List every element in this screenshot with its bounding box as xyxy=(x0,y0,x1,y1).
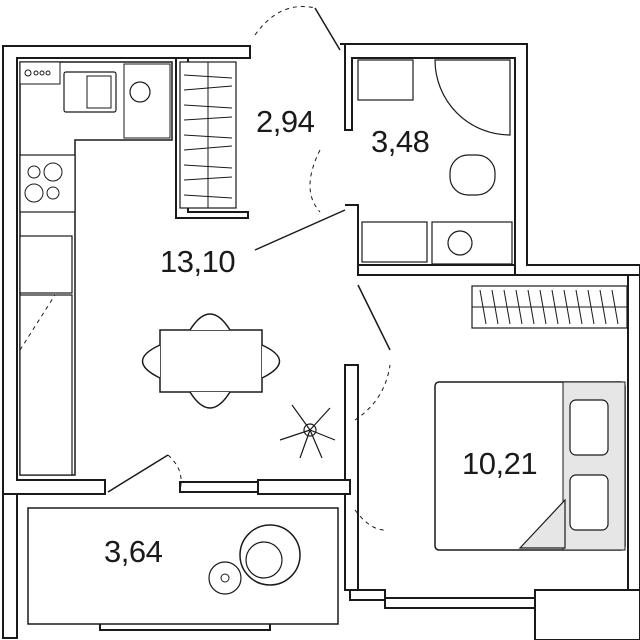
stove xyxy=(19,154,76,213)
wall-bottom-bedroom xyxy=(349,589,386,601)
pillow xyxy=(569,399,609,456)
shower xyxy=(434,59,511,136)
cabinet xyxy=(19,294,73,476)
dining-table xyxy=(159,329,263,393)
window-balcony xyxy=(179,481,259,493)
room-area-kitchen-living: 13,10 xyxy=(160,244,236,279)
bedroom-door xyxy=(357,284,391,351)
entry-door xyxy=(314,7,341,51)
wall-top-bath xyxy=(340,43,640,276)
window-bedroom xyxy=(384,597,536,609)
room-area-bedroom: 10,21 xyxy=(462,446,538,481)
wall-bath-left xyxy=(345,204,516,276)
fridge xyxy=(19,235,73,294)
plant-icon xyxy=(279,404,336,459)
washbasin-cabinet xyxy=(357,59,414,101)
wall-balcony-top xyxy=(257,479,351,495)
bathroom-door xyxy=(254,209,346,251)
toilet xyxy=(449,154,496,196)
pillow xyxy=(569,474,609,531)
wall-bottom-right xyxy=(534,589,640,640)
room-area-balcony: 3,64 xyxy=(104,534,163,569)
room-area-bathroom: 3,48 xyxy=(371,124,430,159)
exterior-wall-balcony xyxy=(2,493,18,639)
room-area-corridor: 2,94 xyxy=(256,104,315,139)
wall-right xyxy=(627,274,640,601)
balcony-door xyxy=(107,454,169,493)
exterior-wall-left xyxy=(2,45,251,495)
dishwasher xyxy=(123,63,171,139)
wall-bedroom-left xyxy=(344,364,359,591)
sink-bath xyxy=(361,221,428,263)
